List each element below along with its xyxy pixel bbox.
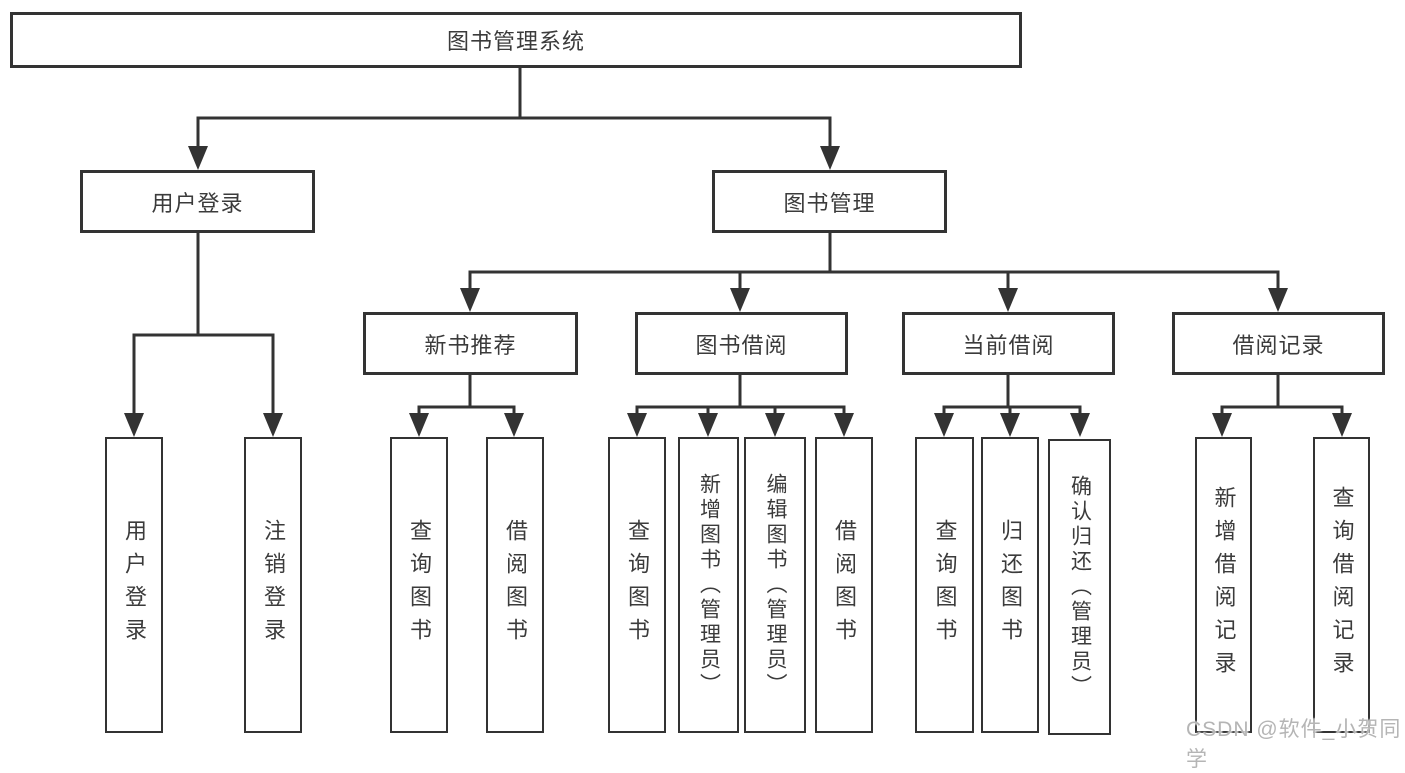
leaf-add-books-admin: 新增图书（管理员）: [678, 437, 739, 733]
connector-line: [635, 405, 846, 416]
leaf-confirm-return-admin: 确认归还（管理员）: [1048, 439, 1111, 735]
arrow-down-icon: [409, 413, 429, 437]
arrow-down-icon: [820, 146, 840, 170]
node-user-login: 用户登录: [80, 170, 315, 233]
arrow-down-icon: [730, 288, 750, 312]
node-label: 注销登录: [261, 519, 286, 651]
node-book-borrow: 图书借阅: [635, 312, 848, 375]
arrow-down-icon: [1000, 413, 1020, 437]
node-borrow-record: 借阅记录: [1172, 312, 1385, 375]
node-book-management: 图书管理: [712, 170, 947, 233]
leaf-query-books-1: 查询图书: [390, 437, 448, 733]
node-label: 用户登录: [122, 519, 147, 651]
arrow-down-icon: [504, 413, 524, 437]
node-label: 图书管理系统: [446, 29, 585, 54]
arrow-down-icon: [1212, 413, 1232, 437]
diagram-canvas: 图书管理系统 用户登录 图书管理 新书推荐 图书借阅 当前借阅 借阅记录 用户登…: [10, 12, 1400, 771]
connector-line: [417, 405, 516, 416]
node-label: 查询图书: [625, 519, 650, 651]
node-label: 图书借阅: [695, 332, 788, 358]
node-label: 新增图书（管理员）: [697, 472, 721, 698]
arrow-down-icon: [188, 146, 208, 170]
connector-line: [468, 270, 1280, 289]
node-label: 查询借阅记录: [1329, 486, 1355, 684]
arrow-down-icon: [263, 413, 283, 437]
node-label: 归还图书: [998, 519, 1023, 651]
node-label: 当前借阅: [962, 332, 1055, 358]
leaf-query-borrow-record: 查询借阅记录: [1313, 437, 1370, 733]
arrow-down-icon: [124, 413, 144, 437]
arrow-down-icon: [460, 288, 480, 312]
node-label: 借阅图书: [832, 519, 857, 651]
node-label: 借阅图书: [503, 519, 528, 651]
arrow-down-icon: [627, 413, 647, 437]
connector-line: [942, 405, 1082, 416]
node-new-book-recommend: 新书推荐: [363, 312, 578, 375]
leaf-logout: 注销登录: [244, 437, 302, 733]
node-label: 新增借阅记录: [1211, 486, 1237, 684]
arrow-down-icon: [698, 413, 718, 437]
node-root-system: 图书管理系统: [10, 12, 1022, 68]
leaf-edit-books-admin: 编辑图书（管理员）: [744, 437, 806, 733]
node-label: 查询图书: [407, 519, 432, 651]
node-current-borrow: 当前借阅: [902, 312, 1115, 375]
node-label: 图书管理: [783, 190, 876, 216]
leaf-borrow-books-2: 借阅图书: [815, 437, 873, 733]
node-label: 新书推荐: [424, 332, 517, 358]
leaf-query-books-2: 查询图书: [608, 437, 666, 733]
connector-line: [1220, 405, 1344, 416]
node-label: 查询图书: [932, 519, 958, 651]
connector-line: [132, 333, 275, 414]
arrow-down-icon: [934, 413, 954, 437]
node-label: 编辑图书（管理员）: [764, 472, 787, 698]
node-label: 确认归还（管理员）: [1068, 474, 1092, 700]
leaf-query-books-3: 查询图书: [915, 437, 974, 733]
arrow-down-icon: [834, 413, 854, 437]
node-label: 借阅记录: [1232, 332, 1325, 358]
leaf-add-borrow-record: 新增借阅记录: [1195, 437, 1252, 733]
leaf-borrow-books-1: 借阅图书: [486, 437, 544, 733]
node-label: 用户登录: [151, 190, 244, 216]
arrow-down-icon: [1070, 413, 1090, 437]
arrow-down-icon: [998, 288, 1018, 312]
arrow-down-icon: [765, 413, 785, 437]
connector-line: [196, 116, 832, 147]
csdn-watermark: CSDN @软件_小贺同学: [1186, 718, 1402, 771]
leaf-user-login: 用户登录: [105, 437, 163, 733]
arrow-down-icon: [1332, 413, 1352, 437]
connector-lines: [124, 68, 1352, 437]
leaf-return-books: 归还图书: [981, 437, 1039, 733]
arrow-down-icon: [1268, 288, 1288, 312]
